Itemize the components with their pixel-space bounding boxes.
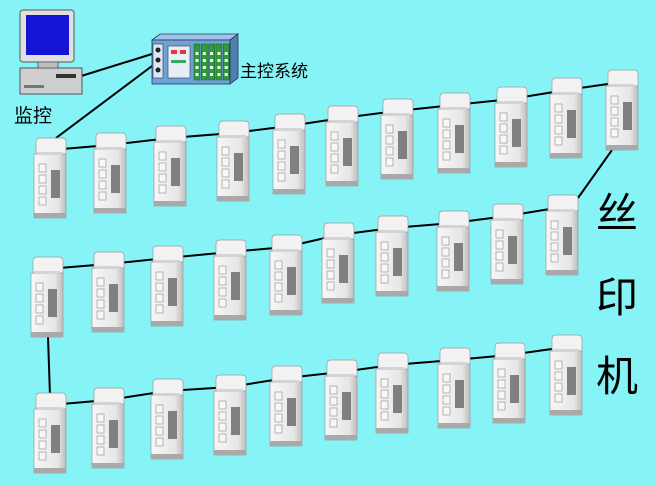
top-row-drive-11-icon — [605, 69, 639, 151]
middle-row-drive-6-icon — [321, 222, 355, 304]
middle-row-drive-2-icon — [91, 251, 125, 333]
monitor-computer-icon — [19, 9, 83, 95]
machine-label-char-1: 丝 — [596, 189, 639, 238]
middle-row-drive-10-icon — [545, 194, 579, 276]
middle-row-drive-4-icon — [213, 239, 247, 321]
top-row-drive-4-icon — [216, 120, 250, 202]
bottom-row-drive-9-icon — [492, 342, 526, 424]
top-row-drive-5-icon — [272, 113, 306, 195]
monitor-label: 监控 — [14, 105, 53, 127]
master-control-label: 主控系统 — [240, 62, 308, 82]
bottom-row-drive-2-icon — [91, 387, 125, 469]
connection-line — [577, 149, 613, 199]
machine-label-char-3: 机 — [596, 352, 639, 401]
top-row-drive-8-icon — [437, 92, 471, 174]
top-row-drive-6-icon — [325, 105, 359, 187]
bottom-row-drive-4-icon — [213, 374, 247, 456]
top-row-drive-3-icon — [153, 125, 187, 207]
connection-line — [55, 65, 153, 139]
top-row-drive-9-icon — [494, 86, 528, 168]
middle-row-drive-8-icon — [436, 210, 470, 292]
bottom-row-drive-5-icon — [269, 365, 303, 447]
top-row-drive-2-icon — [93, 132, 127, 214]
middle-row-drive-7-icon — [375, 215, 409, 297]
middle-row-drive-9-icon — [490, 203, 524, 285]
bottom-row-drive-3-icon — [150, 378, 184, 460]
bottom-row-drive-8-icon — [437, 347, 471, 429]
connection-line — [47, 336, 51, 397]
bottom-row-drive-1-icon — [33, 392, 67, 474]
connection-line — [77, 53, 153, 78]
middle-row-drive-1-icon — [30, 256, 64, 338]
master-control-plc-icon — [150, 33, 240, 85]
bottom-row-drive-6-icon — [324, 359, 358, 441]
middle-row-drive-5-icon — [269, 234, 303, 316]
bottom-row-drive-7-icon — [375, 352, 409, 434]
top-row-drive-1-icon — [33, 137, 67, 219]
bottom-row-drive-10-icon — [549, 334, 583, 416]
machine-label-char-2: 印 — [596, 273, 639, 322]
middle-row-drive-3-icon — [150, 245, 184, 327]
servo-drive-array — [30, 69, 639, 474]
top-row-drive-10-icon — [549, 77, 583, 159]
top-row-drive-7-icon — [380, 98, 414, 180]
